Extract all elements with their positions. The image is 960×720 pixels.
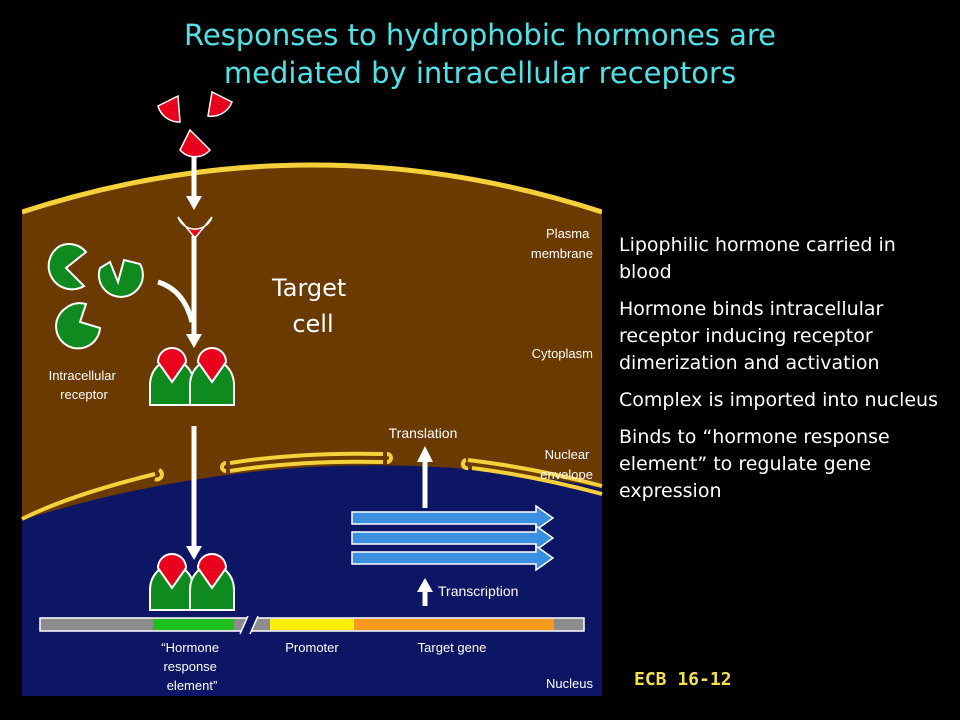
mrna-arrow-icon bbox=[351, 504, 555, 572]
nucleus-region bbox=[22, 465, 602, 696]
figure-reference: ECB 16-12 bbox=[634, 669, 732, 690]
title-line-2: mediated by intracellular receptors bbox=[223, 56, 737, 90]
hre-label: “Hormone response element” bbox=[161, 640, 222, 693]
dna-strand bbox=[39, 615, 585, 635]
cytoplasm-label: Cytoplasm bbox=[532, 346, 593, 361]
bullet-1: Lipophilic hormone carried in blood bbox=[619, 234, 896, 283]
transcription-label: Transcription bbox=[438, 583, 518, 599]
target-cell-label: Target cell bbox=[271, 274, 354, 338]
arrow-icon bbox=[186, 546, 202, 560]
bullet-4: Binds to “hormone response element” to r… bbox=[619, 426, 890, 502]
plasma-membrane bbox=[22, 162, 602, 215]
arrow-icon bbox=[417, 446, 433, 462]
hormone-icon bbox=[157, 90, 233, 158]
nuclear-envelope bbox=[21, 451, 603, 521]
bullet-3: Complex is imported into nucleus bbox=[619, 389, 938, 411]
explanation-list: Lipophilic hormone carried in blood Horm… bbox=[619, 232, 949, 515]
translation-label: Translation bbox=[389, 425, 458, 441]
arrow-icon bbox=[186, 156, 202, 210]
nuclear-envelope-label: Nuclear envelope bbox=[540, 447, 593, 482]
intracellular-receptor-label: Intracellular receptor bbox=[49, 368, 120, 402]
receptor-dimer bbox=[149, 553, 235, 611]
bullet-2: Hormone binds intracellular receptor ind… bbox=[619, 298, 884, 374]
arrow-icon bbox=[157, 279, 195, 323]
target-gene-label: Target gene bbox=[418, 640, 487, 655]
receptor-icon bbox=[47, 243, 144, 350]
receptor-dimer bbox=[149, 347, 235, 406]
hormone-icon bbox=[177, 216, 213, 240]
arrow-icon bbox=[417, 578, 433, 592]
slide-title: Responses to hydrophobic hormones are me… bbox=[0, 16, 960, 92]
promoter-label: Promoter bbox=[285, 640, 339, 655]
title-line-1: Responses to hydrophobic hormones are bbox=[183, 18, 777, 52]
nucleus-label: Nucleus bbox=[546, 676, 593, 691]
arrow-icon bbox=[186, 334, 202, 348]
plasma-membrane-label: Plasma membrane bbox=[531, 226, 593, 261]
